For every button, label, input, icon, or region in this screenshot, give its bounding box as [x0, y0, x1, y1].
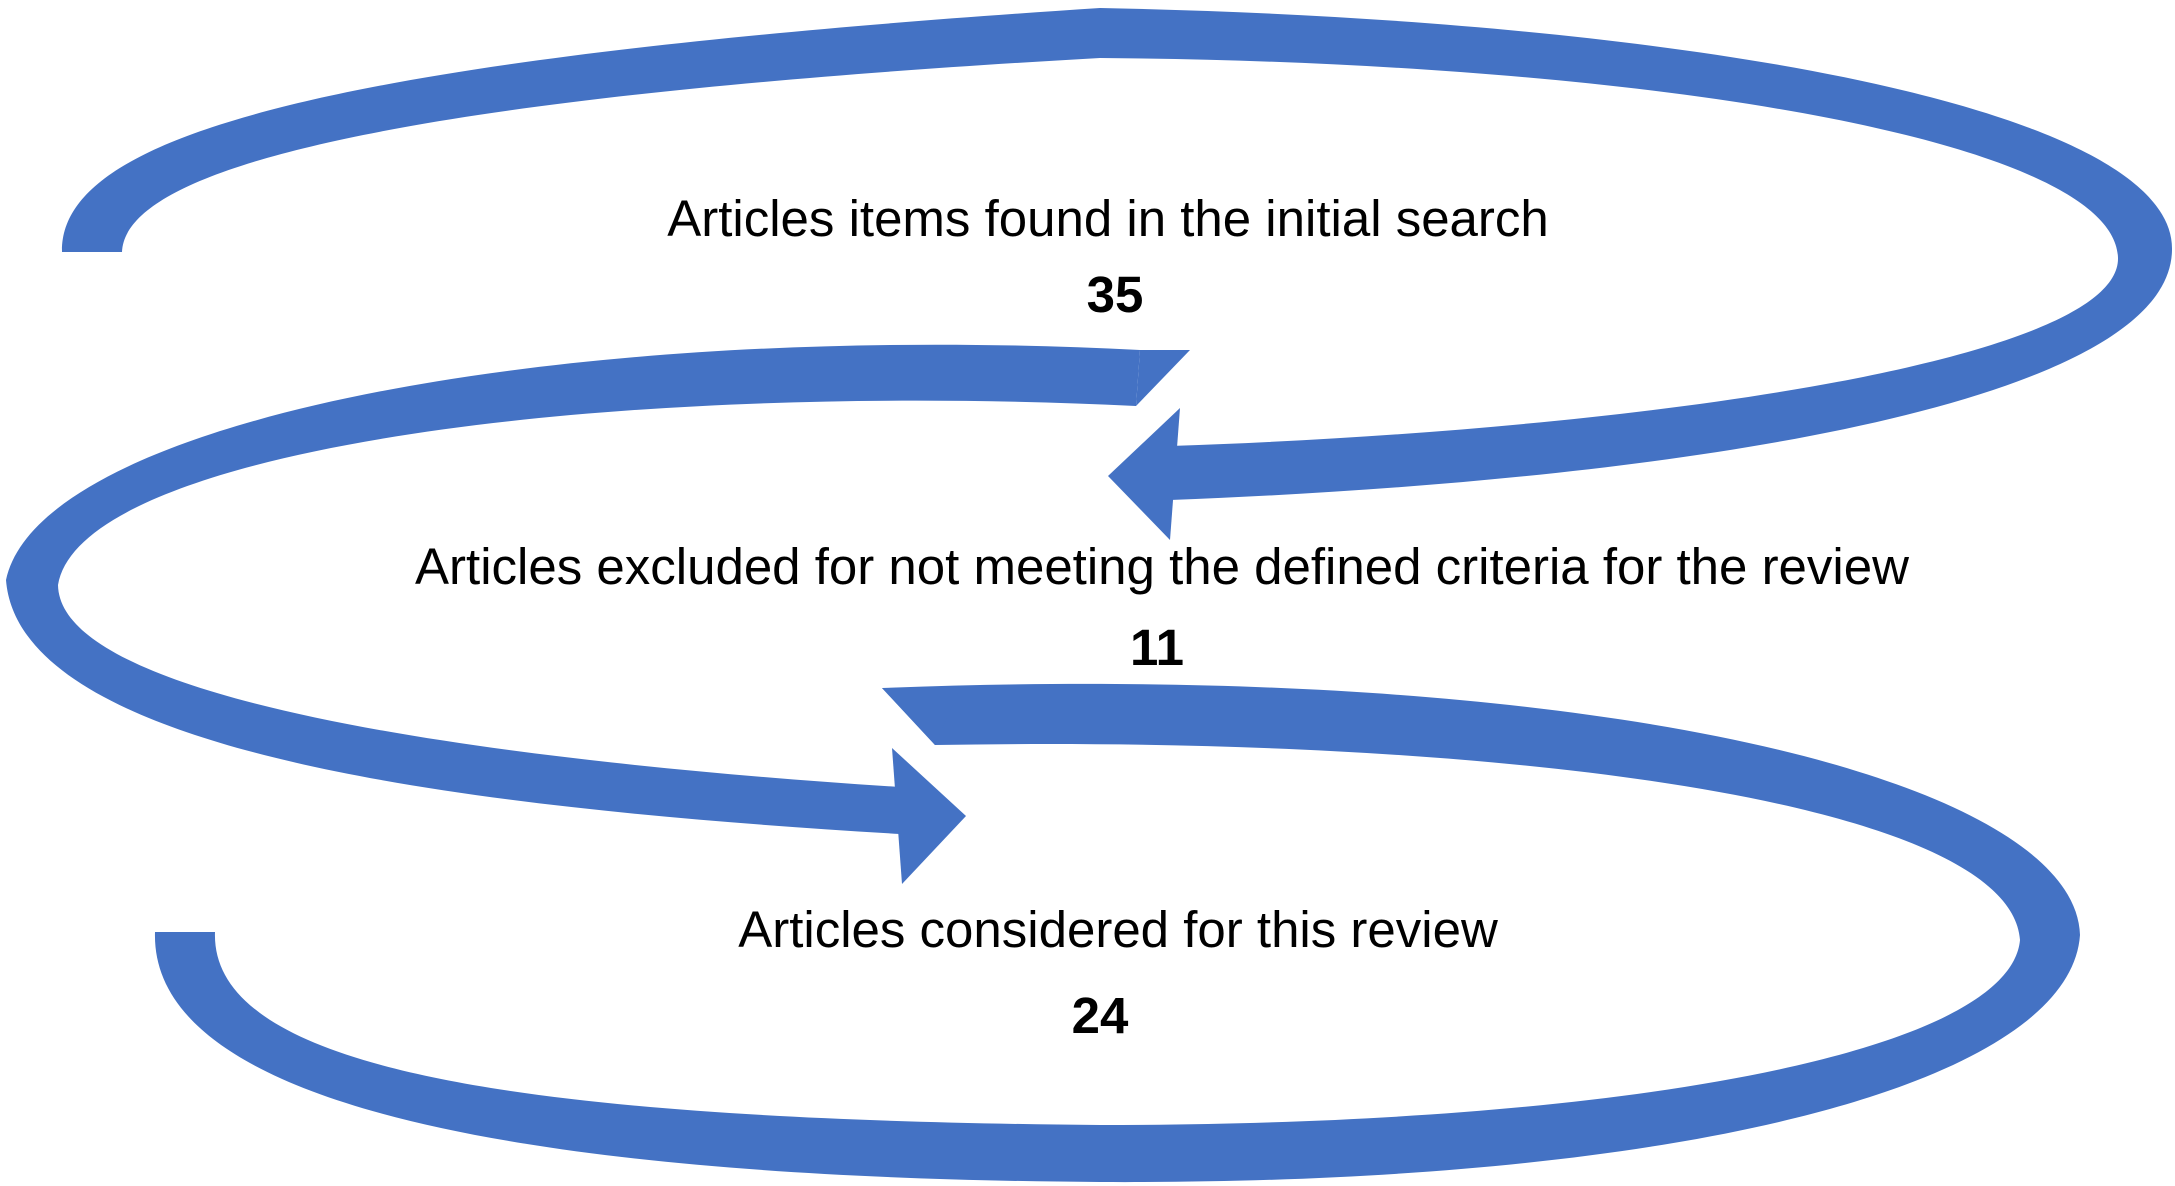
arrowhead-3-tail-notch: [882, 688, 960, 745]
loop-2-band: [6, 344, 1140, 834]
arrowhead-1: [1108, 408, 1180, 540]
stage-1-count: 35: [1087, 266, 1144, 323]
arrowhead-2: [892, 748, 966, 884]
stage-2-count: 11: [1130, 619, 1184, 676]
arrowhead-1-tip-notch: [1136, 350, 1190, 406]
stage-1-label: Articles items found in the initial sear…: [667, 190, 1549, 247]
stage-3-label: Articles considered for this review: [738, 901, 1498, 958]
stage-3-count: 24: [1072, 987, 1129, 1044]
stage-2-label: Articles excluded for not meeting the de…: [415, 538, 1909, 595]
